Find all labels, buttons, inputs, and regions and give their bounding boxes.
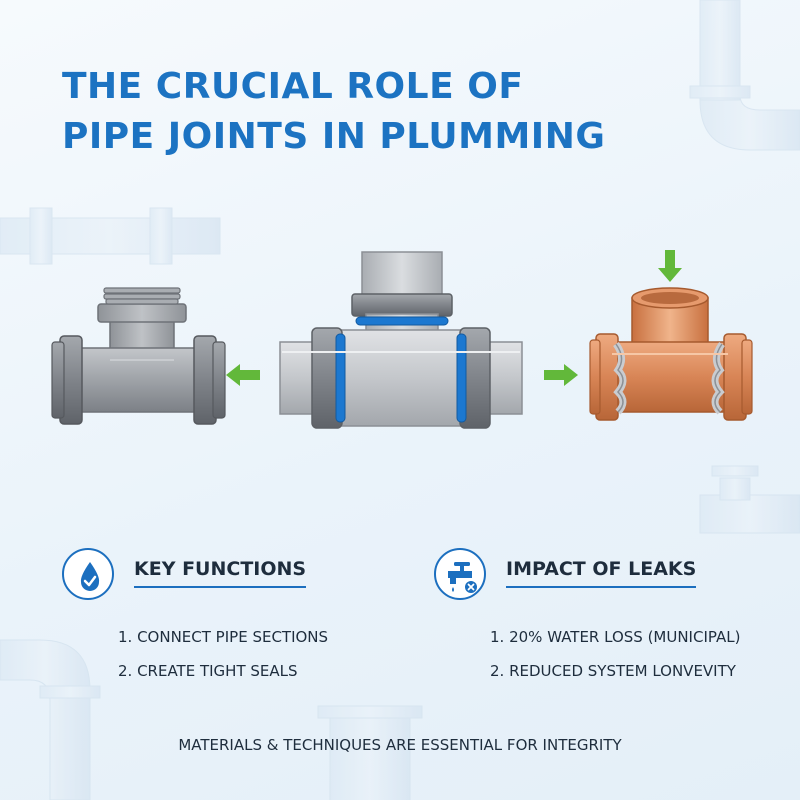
page-title: THE CRUCIAL ROLE OF PIPE JOINTS IN PLUMM… [62, 62, 605, 162]
title-line-2: PIPE JOINTS IN PLUMMING [62, 116, 606, 157]
pipe-joints-illustration [51, 250, 753, 429]
key-functions-list: 1. CONNECT PIPE SECTIONS 2. CREATE TIGHT… [118, 620, 328, 688]
arrow-left-icon [226, 364, 260, 386]
impact-of-leaks-list: 1. 20% WATER LOSS (MUNICIPAL) 2. REDUCED… [490, 620, 740, 688]
impact-of-leaks-heading: IMPACT OF LEAKS [506, 558, 697, 588]
title-line-1: THE CRUCIAL ROLE OF [62, 66, 524, 107]
arrow-right-icon [544, 364, 578, 386]
footer-note: MATERIALS & TECHNIQUES ARE ESSENTIAL FOR… [178, 736, 622, 754]
list-item: 2. REDUCED SYSTEM LONVEVITY [490, 662, 736, 680]
key-functions-heading: KEY FUNCTIONS [134, 558, 307, 588]
list-item: 2. CREATE TIGHT SEALS [118, 662, 298, 680]
water-drop-check-icon [62, 548, 114, 600]
arrow-down-icon [658, 250, 682, 282]
list-item: 1. CONNECT PIPE SECTIONS [118, 628, 329, 646]
sealed-pvc-tee [279, 251, 523, 429]
copper-tee [589, 287, 753, 421]
leaking-faucet-icon [434, 548, 486, 600]
threaded-steel-tee [51, 287, 226, 425]
list-item: 1. 20% WATER LOSS (MUNICIPAL) [490, 628, 741, 646]
